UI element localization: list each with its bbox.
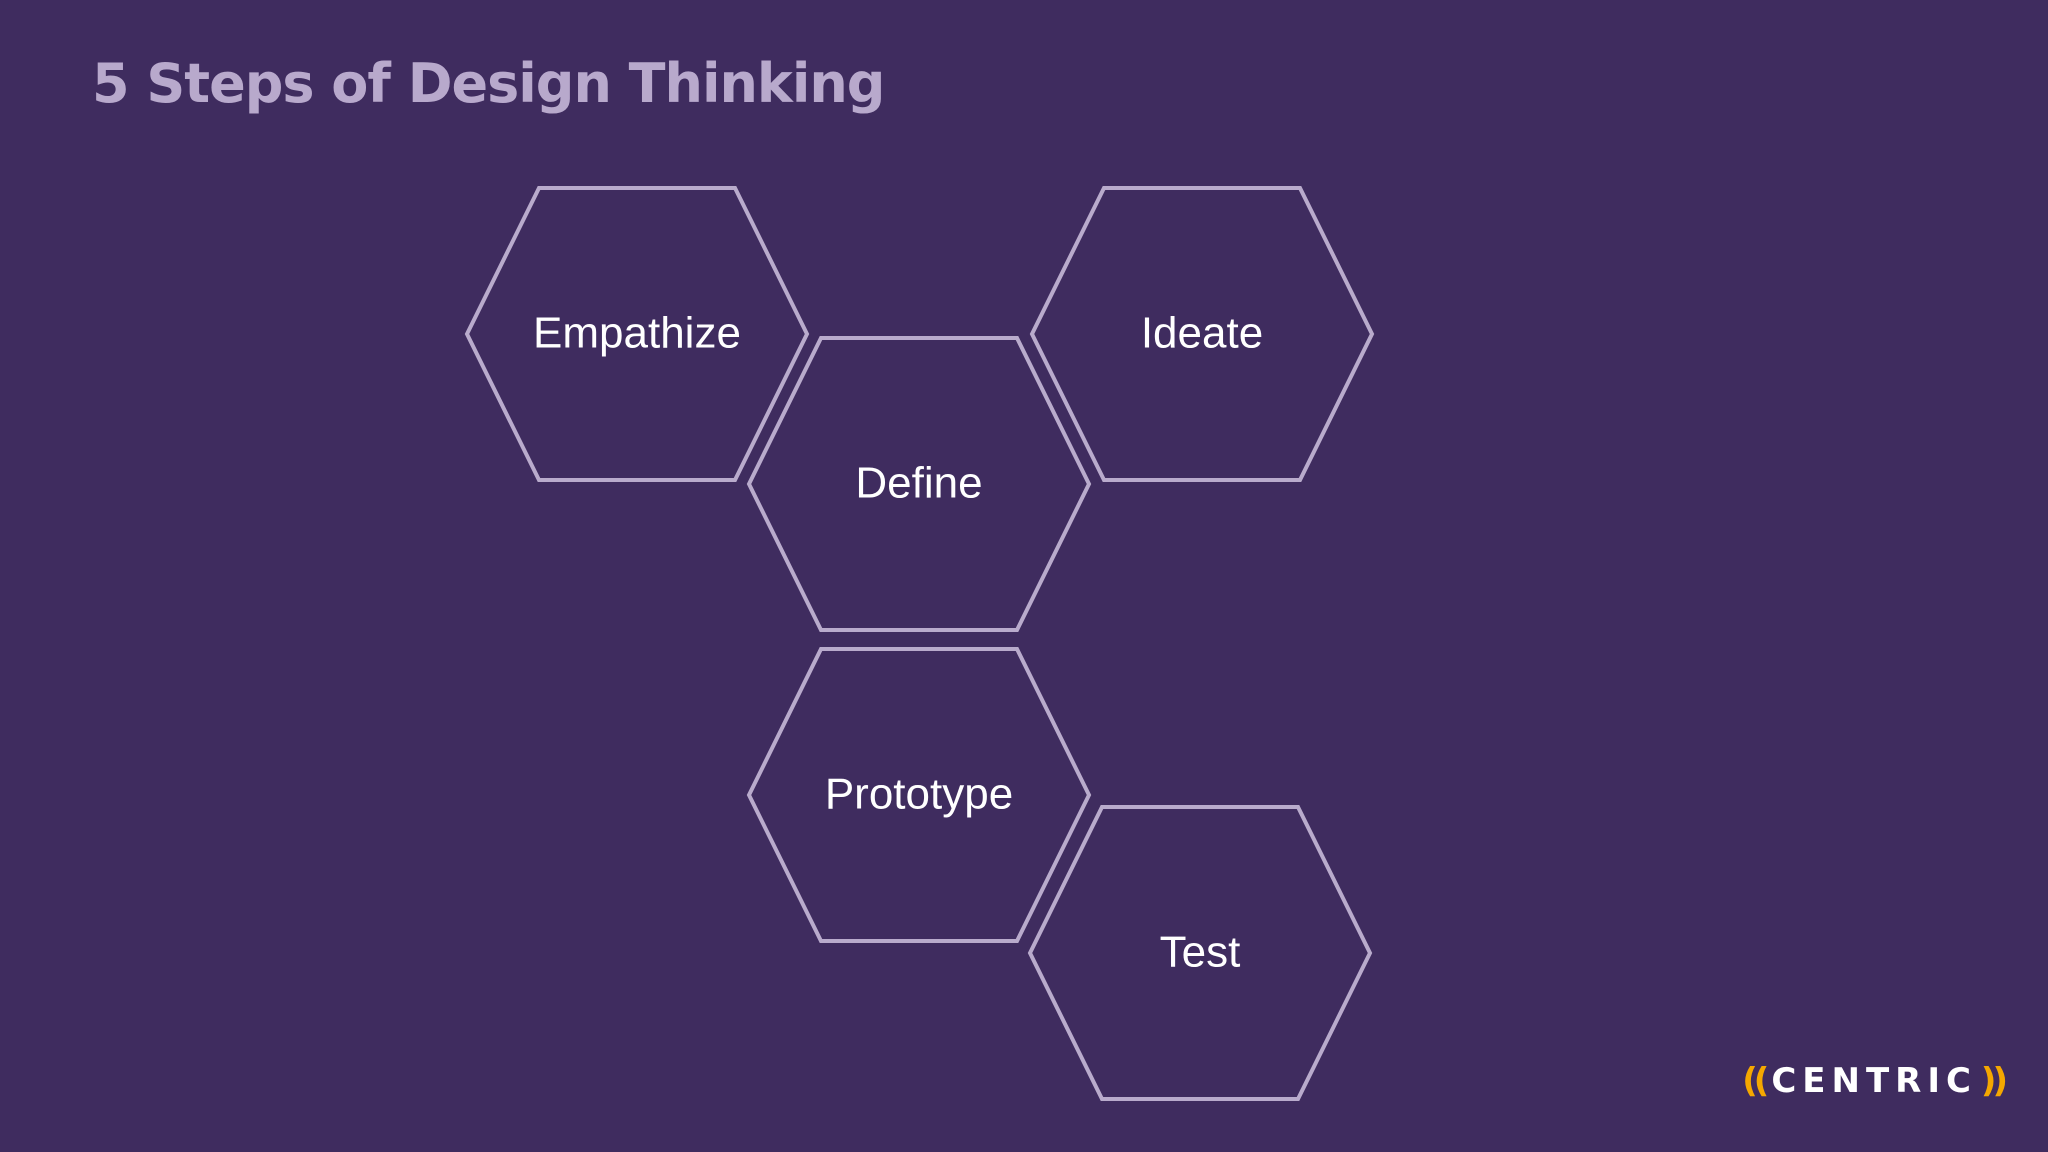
hexagon-ideate: Ideate (1029, 186, 1375, 482)
centric-logo: (( CENTRIC )) (1742, 1061, 2008, 1101)
hexagon-prototype-label: Prototype (825, 770, 1013, 819)
hexagon-prototype: Prototype (746, 647, 1092, 943)
logo-wordmark: CENTRIC (1771, 1061, 1977, 1101)
hexagon-test-label: Test (1160, 928, 1241, 977)
hexagon-empathize: Empathize (464, 186, 810, 482)
hexagon-prototype-shape (746, 647, 1092, 943)
hexagon-empathize-label: Empathize (533, 309, 741, 358)
hexagon-define: Define (746, 336, 1092, 632)
slide-title: 5 Steps of Design Thinking (92, 52, 885, 115)
logo-right-parens: )) (1980, 1061, 2008, 1101)
hexagon-ideate-label: Ideate (1141, 309, 1263, 358)
hexagon-define-shape (746, 336, 1092, 632)
hexagon-ideate-shape (1029, 186, 1375, 482)
hexagon-test-shape (1027, 805, 1373, 1101)
hexagon-test: Test (1027, 805, 1373, 1101)
hexagon-define-label: Define (855, 459, 982, 508)
logo-left-parens: (( (1742, 1061, 1769, 1101)
hexagon-empathize-shape (464, 186, 810, 482)
